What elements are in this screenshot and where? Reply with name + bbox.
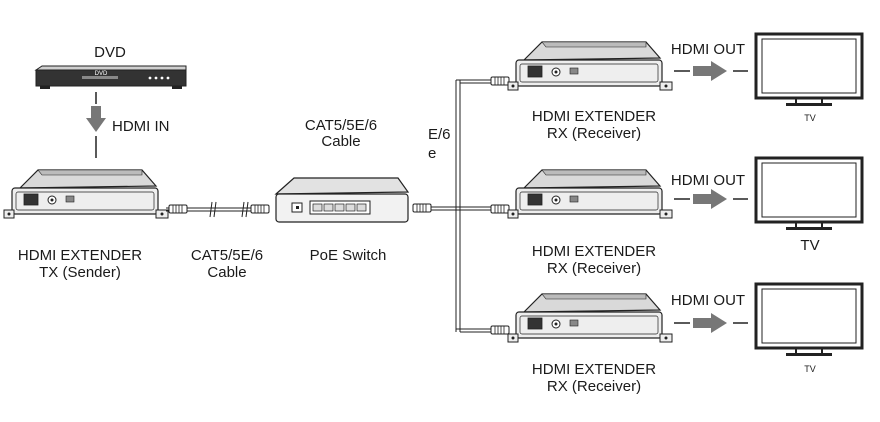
rx1-label-line1: HDMI EXTENDER [531,108,657,125]
hdmi-out-arrow-3 [674,313,748,333]
rx3-hdmi-out-label: HDMI OUT [670,292,746,309]
rx1-label-line2: RX (Receiver) [546,125,642,142]
hdmi-out-arrow-2 [674,189,748,209]
rx-extender-device-2 [507,169,673,219]
tv-1 [754,32,864,108]
tx-label-line2: TX (Sender) [39,264,121,281]
tv-3 [754,282,864,358]
switch-cable-label-line1: CAT5/5E/6 [304,117,378,134]
poe-switch-label: PoE Switch [309,247,387,264]
hdmi-in-label: HDMI IN [112,118,170,135]
rx2-label-line2: RX (Receiver) [546,260,642,277]
switch-cable-label-line2: Cable [321,133,361,150]
tv3-label: TV [804,364,816,374]
tv-2 [754,156,864,232]
rx1-hdmi-out-label: HDMI OUT [670,41,746,58]
rx2-hdmi-out-label: HDMI OUT [670,172,746,189]
hdmi-in-arrow [86,92,106,158]
rx2-label-line1: HDMI EXTENDER [531,243,657,260]
cable-label-line2: Cable [207,264,247,281]
rx3-label-line2: RX (Receiver) [546,378,642,395]
poe-switch-device [274,177,410,223]
cable-label-line1: CAT5/5E/6 [190,247,264,264]
partial-cable-label-line1: E/6 [428,126,451,143]
dvd-player [34,65,187,89]
tx-label-line1: HDMI EXTENDER [17,247,143,264]
rx3-label-line1: HDMI EXTENDER [531,361,657,378]
tx-switch-cable [166,201,270,218]
tv2-label: TV [800,237,820,254]
rx-extender-device-3 [507,293,673,343]
rx-extender-device-1 [507,41,673,91]
partial-cable-label-line2: e [428,145,437,162]
hdmi-out-arrow-1 [674,61,748,81]
dvd-label: DVD [94,44,126,61]
switch-rx-cables [412,76,510,335]
tv1-label: TV [804,113,816,123]
dvd-panel-text: DVD [94,71,108,77]
tx-extender-device [3,169,169,219]
